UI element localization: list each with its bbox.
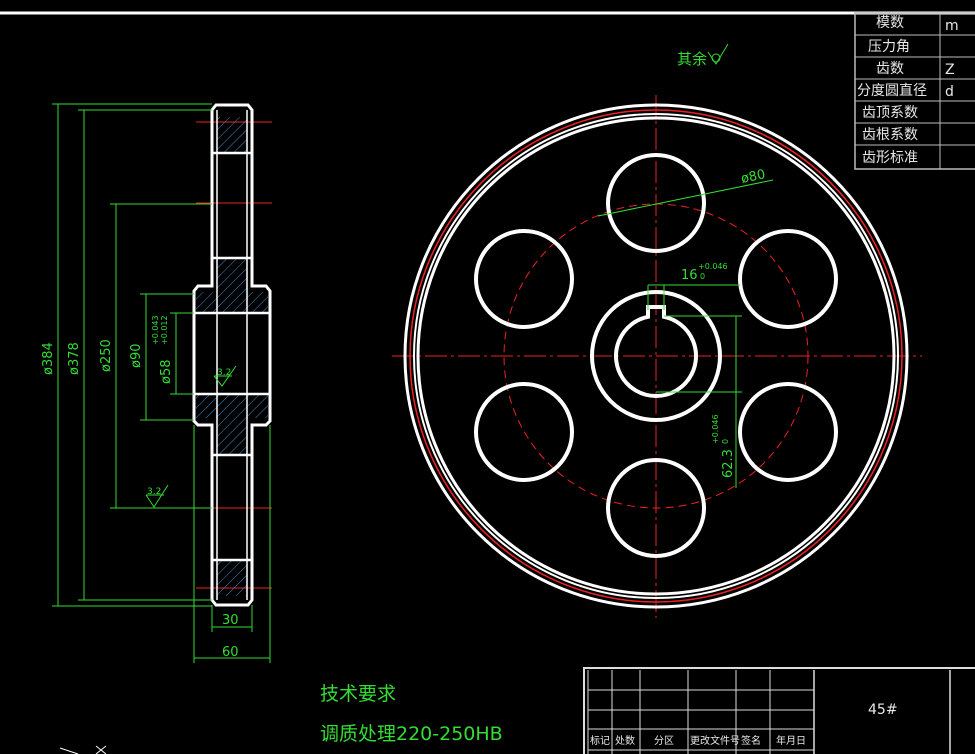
dim-d80: ø80	[740, 167, 767, 187]
gear-outer-circle	[403, 103, 909, 609]
title-block-header: 标记	[590, 735, 610, 747]
dim-h62-tol-upper: +0.046	[711, 414, 720, 444]
hub-circle	[590, 290, 722, 422]
param-name: 模数	[876, 15, 904, 31]
param-name: 分度圆直径	[857, 82, 927, 99]
gear-parameter-table: 模数 m 压力角 齿数 Z 分度圆直径 d 齿顶系数 齿根系数 齿形标准	[854, 12, 975, 170]
dim-d58-tol-upper: +0.043	[151, 315, 160, 345]
param-name: 压力角	[868, 39, 910, 55]
dim-w16: 16	[681, 268, 698, 283]
param-name: 齿数	[876, 61, 904, 77]
dim-width30: 30	[222, 613, 239, 628]
dim-d58-tol-lower: +0.012	[160, 315, 169, 345]
dim-h62-tol-lower: 0	[721, 439, 730, 444]
gear-section-outline	[192, 103, 272, 607]
tech-req-title: 技术要求	[320, 683, 396, 705]
dim-d58: ø58	[159, 360, 174, 385]
front-view: ø80 16 +0.046 0 62.3 +0.046 0 其余	[392, 43, 922, 618]
roughness-rest-label: 其余	[677, 50, 707, 68]
title-block-header: 分区	[654, 735, 674, 747]
lightening-hole	[738, 229, 838, 329]
hatch-hub-bottom	[196, 395, 268, 455]
tech-req-line: 调质处理220-250HB	[320, 723, 503, 745]
param-symbol: m	[945, 18, 959, 34]
dim-d384: ø384	[41, 342, 56, 375]
hatch-hub-top	[196, 258, 268, 312]
title-block-header: 签名	[741, 734, 761, 747]
param-name: 齿形标准	[862, 150, 918, 166]
keyed-bore	[614, 305, 698, 398]
title-block-header: 年月日	[776, 734, 806, 747]
roughness-bore-value: 3.2	[217, 368, 231, 378]
hatch-rim-bottom	[217, 560, 247, 596]
title-block-header: 处数	[615, 734, 635, 747]
dim-width60: 60	[222, 645, 239, 660]
dim-d90: ø90	[129, 344, 144, 369]
dim-w16-tol-lower: 0	[700, 272, 705, 281]
param-symbol: d	[945, 84, 954, 100]
material-label: 45#	[868, 702, 898, 718]
hatch-rim-top	[217, 117, 247, 153]
param-symbol: Z	[945, 62, 955, 78]
roughness-web-value: 3.2	[147, 487, 161, 497]
param-name: 齿顶系数	[862, 105, 918, 121]
title-block	[583, 667, 975, 754]
title-block-header: 更改文件号	[690, 734, 740, 747]
lightening-hole	[606, 458, 706, 558]
lightening-hole	[606, 153, 706, 253]
ucs-icon	[59, 745, 107, 754]
lightening-hole	[738, 382, 838, 482]
dim-w16-tol-upper: +0.046	[698, 262, 728, 271]
dim-h62: 62.3	[721, 449, 736, 478]
param-name: 齿根系数	[862, 127, 918, 143]
dim-d378: ø378	[67, 342, 82, 375]
technical-requirements: 技术要求 调质处理220-250HB	[320, 683, 503, 745]
section-view: ø384 ø378 ø250 ø90 ø58 +0.043 +0.012 30 …	[41, 103, 272, 663]
rim-inner-circle	[416, 116, 896, 596]
lightening-hole	[474, 229, 574, 329]
dim-d250: ø250	[99, 339, 114, 372]
lightening-hole	[474, 382, 574, 482]
